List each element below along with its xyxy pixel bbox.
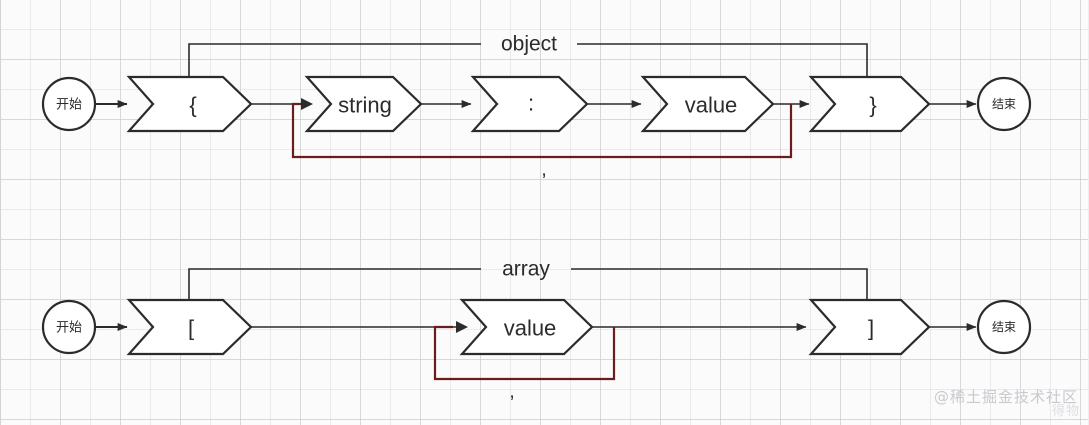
object-end-node: 结束 xyxy=(976,76,1032,132)
object-start-node: 开始 xyxy=(41,76,97,132)
array-bypass-left xyxy=(188,268,481,300)
node-value-object: value xyxy=(640,75,775,133)
node-open-bracket: [ xyxy=(126,298,253,356)
array-end-label: 结束 xyxy=(992,320,1016,334)
object-repeat-loop xyxy=(291,102,793,159)
watermark-primary: @稀土掘金技术社区 xyxy=(933,388,1078,406)
array-repeat-label: , xyxy=(509,382,514,403)
object-start-label: 开始 xyxy=(56,97,82,112)
array-railroad: 开始 [ value ] xyxy=(41,258,1032,403)
array-start-node: 开始 xyxy=(41,299,97,355)
array-loop-label: array xyxy=(502,258,550,281)
node-colon: : xyxy=(470,75,589,133)
object-repeat-loop-arrow xyxy=(301,98,313,110)
array-repeat-loop xyxy=(433,325,616,381)
node-open-brace-label: { xyxy=(189,93,196,118)
node-value-object-label: value xyxy=(685,93,738,118)
object-bypass-left xyxy=(188,43,481,77)
object-loop-label: object xyxy=(501,33,557,56)
node-string: string xyxy=(304,75,423,133)
node-close-brace: } xyxy=(808,75,931,133)
node-close-brace-label: } xyxy=(869,93,876,118)
node-value-array: value xyxy=(459,298,594,356)
array-start-label: 开始 xyxy=(56,320,82,335)
node-value-array-label: value xyxy=(504,316,557,341)
watermark-secondary: 得物 xyxy=(1051,404,1080,419)
object-bypass-right xyxy=(577,43,868,77)
array-end-node: 结束 xyxy=(976,299,1032,355)
node-close-bracket-label: ] xyxy=(868,316,874,341)
array-bypass-right xyxy=(571,268,868,300)
object-repeat-label: , xyxy=(541,160,546,181)
node-close-bracket: ] xyxy=(808,298,931,356)
node-open-bracket-label: [ xyxy=(188,316,194,341)
node-string-label: string xyxy=(338,93,392,118)
object-end-label: 结束 xyxy=(992,97,1016,111)
node-colon-label: : xyxy=(528,91,534,116)
node-open-brace: { xyxy=(126,75,253,133)
array-repeat-loop-arrow xyxy=(456,321,468,333)
object-railroad: 开始 { string : xyxy=(41,33,1032,181)
